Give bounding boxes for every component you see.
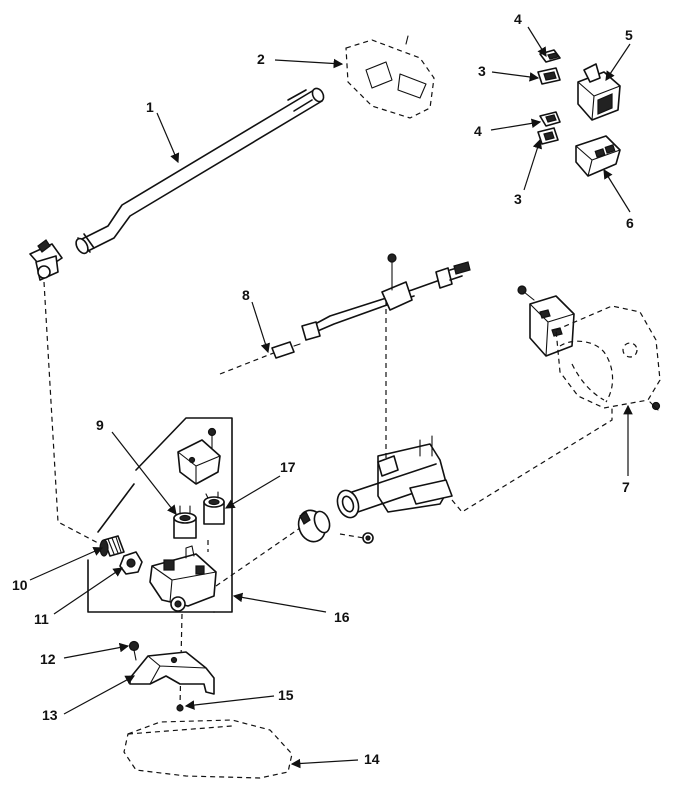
callout-2: 2: [257, 51, 265, 67]
tube-fitting: [29, 239, 63, 281]
callout-10: 10: [12, 577, 28, 593]
part-9-coil: [173, 505, 197, 539]
callout-6: 6: [626, 215, 634, 231]
burner-tube: [336, 435, 453, 519]
callout-15: 15: [278, 687, 294, 703]
part-6-connector: [575, 135, 621, 177]
callout-13: 13: [42, 707, 58, 723]
callout-11: 11: [34, 611, 49, 627]
part-17-coil: [203, 491, 225, 525]
callout-16: 16: [334, 609, 350, 625]
callout-7: 7: [622, 479, 630, 495]
callout-14: 14: [364, 751, 380, 767]
valve-bracket: [177, 427, 221, 485]
orifice-screw: [362, 532, 374, 544]
callout-17: 17: [280, 459, 296, 475]
mounting-bracket: [517, 285, 575, 357]
part-10-fitting: [99, 535, 125, 557]
callout-4-lower: 4: [474, 123, 482, 139]
part-3-clip-lower: [537, 127, 559, 145]
part-16-valve-assembly-outline: [87, 417, 233, 613]
part-14-cover: [123, 719, 293, 779]
part-11-nut: [119, 551, 143, 575]
part-4-clip-lower: [539, 111, 561, 127]
part-12-screw: [128, 640, 140, 661]
gas-valve: [149, 545, 217, 612]
assembly-lines: [43, 281, 613, 707]
part-1-tube: [75, 87, 325, 255]
callout-3-top: 3: [478, 63, 486, 79]
callout-12: 12: [40, 651, 56, 667]
callout-leaders: [29, 26, 633, 769]
callout-5: 5: [625, 27, 633, 43]
callout-4-top: 4: [514, 11, 522, 27]
part-15-screw: [176, 704, 184, 712]
callout-8: 8: [242, 287, 250, 303]
part-13-mounting-plate: [129, 651, 215, 695]
burner-orifice: [297, 509, 331, 543]
part-3-clip-top: [537, 67, 561, 85]
igniter-harness: [301, 253, 471, 341]
callout-3-lower: 3: [514, 191, 522, 207]
callout-1: 1: [146, 99, 154, 115]
part-8-wire-lead: [219, 341, 301, 375]
part-7-shield: [555, 305, 661, 411]
callout-9: 9: [96, 417, 104, 433]
part-5-connector: [577, 63, 621, 121]
part-2-bracket: [345, 35, 435, 119]
